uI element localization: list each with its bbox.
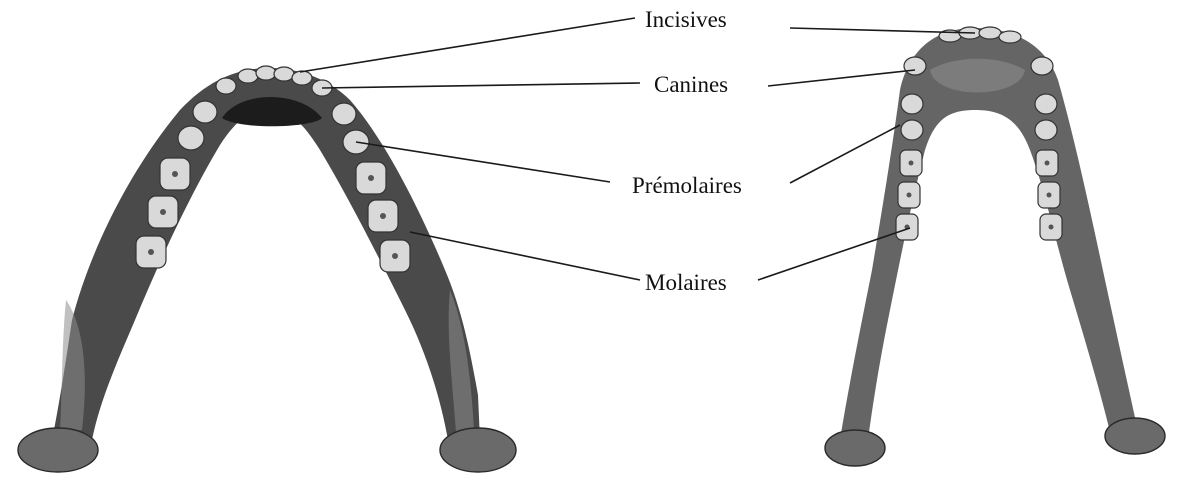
leader-incisives-left [300, 18, 635, 72]
labels: Incisives Canines Prémolaires Molaires [632, 7, 742, 295]
label-premolaires: Prémolaires [632, 173, 742, 198]
mandible-left-molars [136, 158, 410, 272]
mandible-right-condyle-right [1105, 418, 1165, 454]
label-incisives: Incisives [645, 7, 727, 32]
mandible-right-molars [896, 150, 1062, 240]
label-molaires: Molaires [645, 270, 727, 295]
mandible-left-view [18, 66, 516, 472]
leader-canines-right [768, 70, 915, 86]
label-canines: Canines [654, 72, 728, 97]
leader-premolaires-right [790, 125, 900, 183]
leader-canines-left [322, 83, 640, 88]
mandible-left-condyle-left [18, 428, 98, 472]
mandible-left-condyle-right [440, 428, 516, 472]
mandible-right-view [825, 27, 1165, 466]
mandible-right-condyle-left [825, 430, 885, 466]
